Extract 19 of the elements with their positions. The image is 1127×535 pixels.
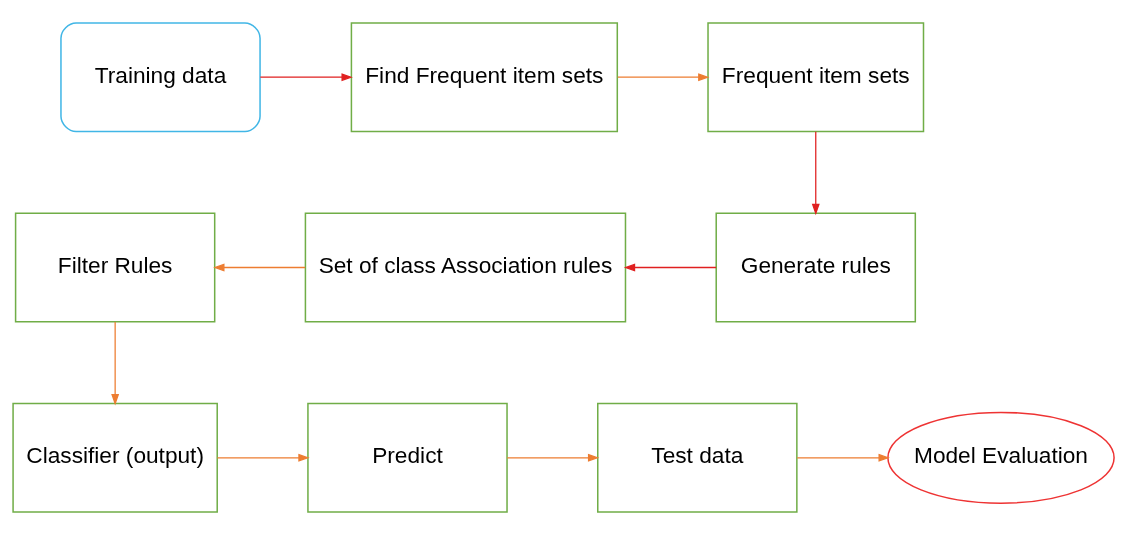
- node-box: Classifier (output): [12, 402, 218, 513]
- node-box: Test data: [597, 402, 798, 513]
- arrow: [259, 73, 353, 82]
- node-box: Training data: [60, 22, 261, 133]
- node-box: Find Frequent item sets: [350, 22, 619, 133]
- node-box: Generate rules: [715, 212, 917, 323]
- arrow: [796, 453, 890, 462]
- node-box: Frequent item sets: [707, 22, 925, 133]
- arrow: [623, 263, 717, 272]
- node-box: Filter Rules: [14, 212, 216, 323]
- arrow: [811, 131, 820, 216]
- node-box: Predict: [307, 402, 508, 513]
- node-ellipse: Model Evaluation: [887, 411, 1115, 504]
- arrow: [216, 453, 310, 462]
- node-box: Set of class Association rules: [304, 212, 627, 323]
- arrow: [111, 321, 120, 406]
- arrow: [506, 453, 600, 462]
- arrow: [213, 263, 306, 272]
- arrow: [617, 73, 710, 82]
